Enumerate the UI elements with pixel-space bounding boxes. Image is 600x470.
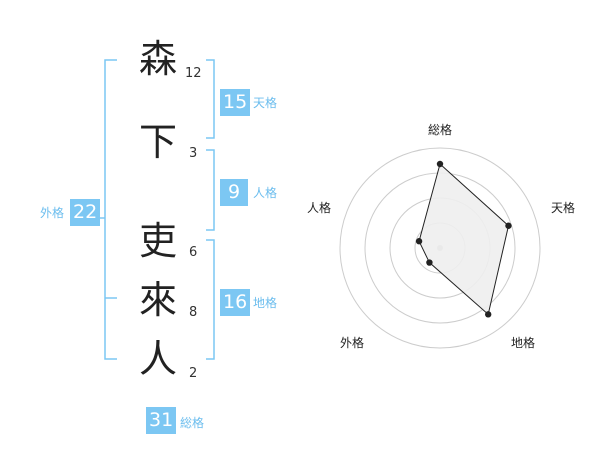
radar-axis-label-tenkaku: 天格	[551, 201, 576, 215]
stroke-count-5: 2	[189, 366, 198, 381]
name-char-2: 下	[139, 120, 178, 164]
radar-axis-label-gaikaku: 外格	[340, 336, 365, 350]
name-char-1: 森	[139, 37, 178, 81]
radar-axis-label-jinkaku: 人格	[307, 201, 332, 215]
stroke-count-4: 8	[189, 305, 198, 320]
name-char-4: 來	[139, 278, 178, 322]
radar-axis-label-chikaku: 地格	[511, 336, 536, 350]
stroke-count-2: 3	[189, 146, 198, 161]
jinkaku-badge: 9	[220, 179, 248, 206]
gaikaku-label: 外格	[40, 206, 65, 220]
jinkaku-label: 人格	[253, 186, 278, 200]
stroke-count-3: 6	[189, 245, 198, 260]
radar-point-5	[415, 238, 423, 245]
name-char-5: 人	[139, 337, 178, 381]
chikaku-label: 地格	[253, 296, 278, 310]
chikaku-badge: 16	[220, 289, 251, 316]
soukaku-badge: 31	[146, 407, 177, 434]
tenkaku-label: 天格	[253, 96, 278, 110]
gaikaku-badge: 22	[70, 199, 101, 226]
tenkaku-badge: 15	[220, 89, 251, 116]
radar-point-4	[426, 259, 433, 266]
radar-axis-label-soukaku: 総格	[428, 123, 453, 137]
gaikaku-bracket	[104, 59, 117, 360]
name-char-3: 吏	[139, 219, 178, 263]
soukaku-label: 総格	[180, 416, 205, 430]
stroke-count-1: 12	[185, 66, 202, 81]
radar-grid-ring	[339, 147, 541, 349]
jinkaku-bracket	[206, 149, 215, 231]
radar-series-polygon	[418, 163, 510, 316]
tenkaku-bracket	[206, 59, 215, 139]
radar-point-2	[505, 222, 512, 229]
chikaku-bracket	[206, 239, 215, 360]
radar-point-1	[436, 160, 444, 168]
radar-point-3	[484, 311, 492, 318]
